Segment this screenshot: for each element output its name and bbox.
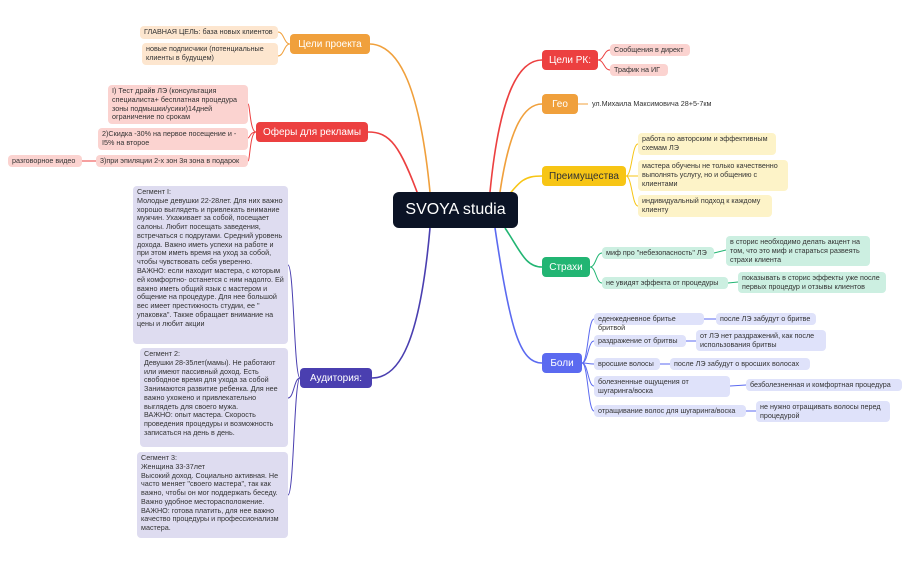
advantage-item-masters[interactable]: мастера обучены не только качественно вы…: [638, 160, 788, 191]
goal-item-subscribers[interactable]: новые подписчики (потенциальные клиенты …: [142, 43, 278, 65]
pain-item-sugaring-pain[interactable]: болезненные ощущения от шугаринга/воска: [594, 376, 730, 397]
offer-item-test-drive[interactable]: I) Тест драйв ЛЭ (консультация специалис…: [108, 85, 248, 124]
rk-item-traffic[interactable]: Трафик на ИГ: [610, 64, 668, 76]
branch-advantages[interactable]: Преимущества: [542, 166, 626, 186]
pain-answer-irritation[interactable]: от ЛЭ нет раздражений, как после использ…: [696, 330, 826, 351]
branch-rk-goals[interactable]: Цели РК:: [542, 50, 598, 70]
pain-item-irritation[interactable]: раздражение от бритвы: [594, 335, 686, 347]
branch-pains[interactable]: Боли: [542, 353, 582, 373]
branch-geo[interactable]: Гео: [542, 94, 578, 114]
fear-answer-effect[interactable]: показывать в сторис эффекты уже после пе…: [738, 272, 886, 293]
branch-project-goals[interactable]: Цели проекта: [290, 34, 370, 54]
advantage-item-schemes[interactable]: работа по авторским и эффективным схемам…: [638, 133, 776, 155]
pain-item-ingrown[interactable]: вросшие волосы: [594, 358, 660, 370]
offer-item-discount[interactable]: 2)Скидка -30% на первое посещение и -I5%…: [98, 128, 248, 150]
pain-answer-ingrown[interactable]: после ЛЭ забудут о вросших волосах: [670, 358, 810, 370]
branch-offers[interactable]: Оферы для рекламы: [256, 122, 368, 142]
rk-item-direct[interactable]: Сообщения в директ: [610, 44, 690, 56]
pain-answer-growing[interactable]: не нужно отращивать волосы перед процеду…: [756, 401, 890, 422]
audience-segment-1[interactable]: Сегмент I: Молодые девушки 22-28лет. Для…: [133, 186, 288, 344]
fear-item-effect[interactable]: не увидят эффекта от процедуры: [602, 277, 728, 289]
goal-item-main[interactable]: ГЛАВНАЯ ЦЕЛЬ: база новых клиентов: [140, 26, 278, 39]
branch-audience[interactable]: Аудитория:: [300, 368, 372, 388]
branch-fears[interactable]: Страхи: [542, 257, 590, 277]
offer-item-third-zone[interactable]: 3)при эпиляции 2-х зон 3я зона в подарок: [96, 155, 248, 167]
fear-answer-myth[interactable]: в сторис необходимо делать акцент на том…: [726, 236, 870, 266]
central-topic[interactable]: SVOYA studia: [393, 192, 518, 228]
pain-answer-sugaring-pain[interactable]: безболезненная и комфортная процедура: [746, 379, 902, 391]
audience-segment-2[interactable]: Сегмент 2: Девушки 28-35лет(мамы). Не ра…: [140, 348, 288, 447]
pain-item-growing[interactable]: отращивание волос для шугаринга/воска: [594, 405, 746, 417]
pain-answer-shaving[interactable]: после ЛЭ забудут о бритве: [716, 313, 816, 325]
fear-item-myth[interactable]: миф про "небезопасность" ЛЭ: [602, 247, 714, 259]
advantage-item-individual[interactable]: индивидуальный подход к каждому клиенту: [638, 195, 772, 217]
offer-sub-video[interactable]: разговорное видео: [8, 155, 82, 167]
pain-item-shaving[interactable]: еденжедневное бритье бритвой: [594, 313, 704, 332]
audience-segment-3[interactable]: Сегмент 3: Женщина 33-37лет Высокий дохо…: [137, 452, 288, 538]
geo-item-address[interactable]: ул.Михаила Максимовича 28+5-7км: [592, 99, 712, 108]
